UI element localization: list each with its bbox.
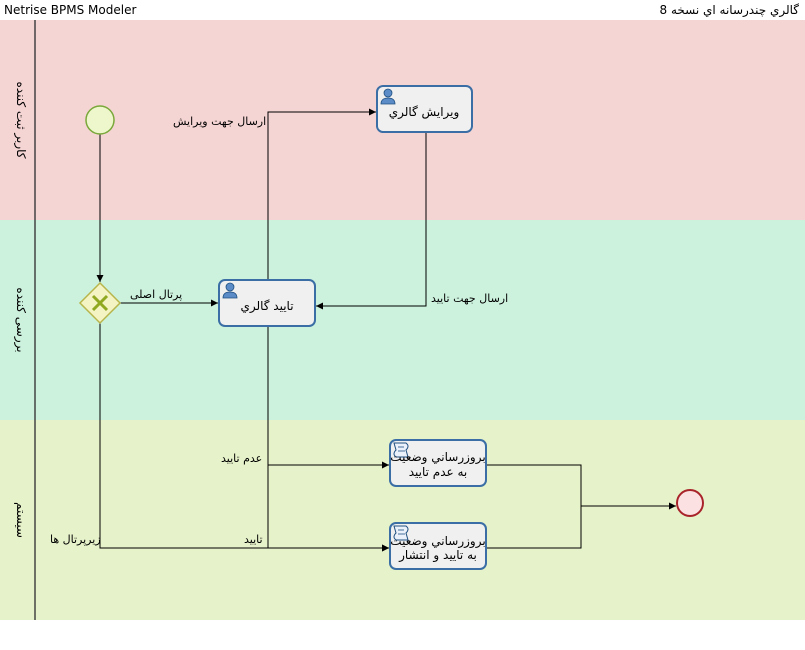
lane-label-system: سیستم (14, 502, 28, 538)
task-label-update-published-line2: به تاييد و انتشار (398, 548, 477, 563)
script-icon (393, 442, 409, 458)
flow-publish-to-end[interactable] (487, 506, 582, 549)
task-label-update-rejected-line1: بروزرساني وضعيت (390, 450, 485, 465)
process-title: گالري چندرسانه اي نسخه 8 (659, 3, 799, 17)
gateway-x-icon (91, 294, 109, 312)
flow-reject-to-end[interactable] (487, 464, 676, 510)
lane-label-reviewer: بررسی کننده (13, 287, 28, 352)
task-label-edit-gallery: ويرايش گالري (389, 105, 460, 120)
flow-label-rejected: عدم تاييد (221, 452, 262, 465)
app-title: Netrise BPMS Modeler (4, 3, 137, 17)
flow-label-approved: تاييد (244, 533, 263, 546)
lane-reviewer (0, 220, 805, 420)
lane-label-registrar: کاربر ثبت کننده (13, 81, 28, 158)
task-label-update-rejected-line2: به عدم تاييد (409, 465, 468, 479)
flow-send-for-edit[interactable] (267, 108, 376, 280)
flow-label-main-portal: پرتال اصلی (130, 288, 182, 301)
script-icon (393, 525, 409, 541)
task-label-approve-gallery: تاييد گالري (240, 299, 293, 314)
end-event[interactable] (676, 489, 704, 517)
start-event[interactable] (85, 105, 115, 135)
user-icon (222, 282, 238, 299)
flow-send-for-approval[interactable] (316, 133, 427, 310)
user-icon (380, 88, 396, 105)
flow-label-send-for-edit: ارسال جهت ويرايش (173, 115, 266, 128)
task-update-published[interactable]: بروزرساني وضعيت به تاييد و انتشار (389, 522, 487, 570)
task-edit-gallery[interactable]: ويرايش گالري (376, 85, 473, 133)
flow-approved[interactable] (267, 327, 389, 552)
task-update-rejected[interactable]: بروزرساني وضعيت به عدم تاييد (389, 439, 487, 487)
flow-label-send-for-approval: ارسال جهت تاييد (431, 292, 508, 305)
task-approve-gallery[interactable]: تاييد گالري (218, 279, 316, 327)
task-label-update-published-line1: بروزرساني وضعيت (390, 534, 485, 549)
flow-label-sub-portals: زيرپرتال ها (50, 533, 101, 546)
exclusive-gateway[interactable] (78, 281, 122, 325)
